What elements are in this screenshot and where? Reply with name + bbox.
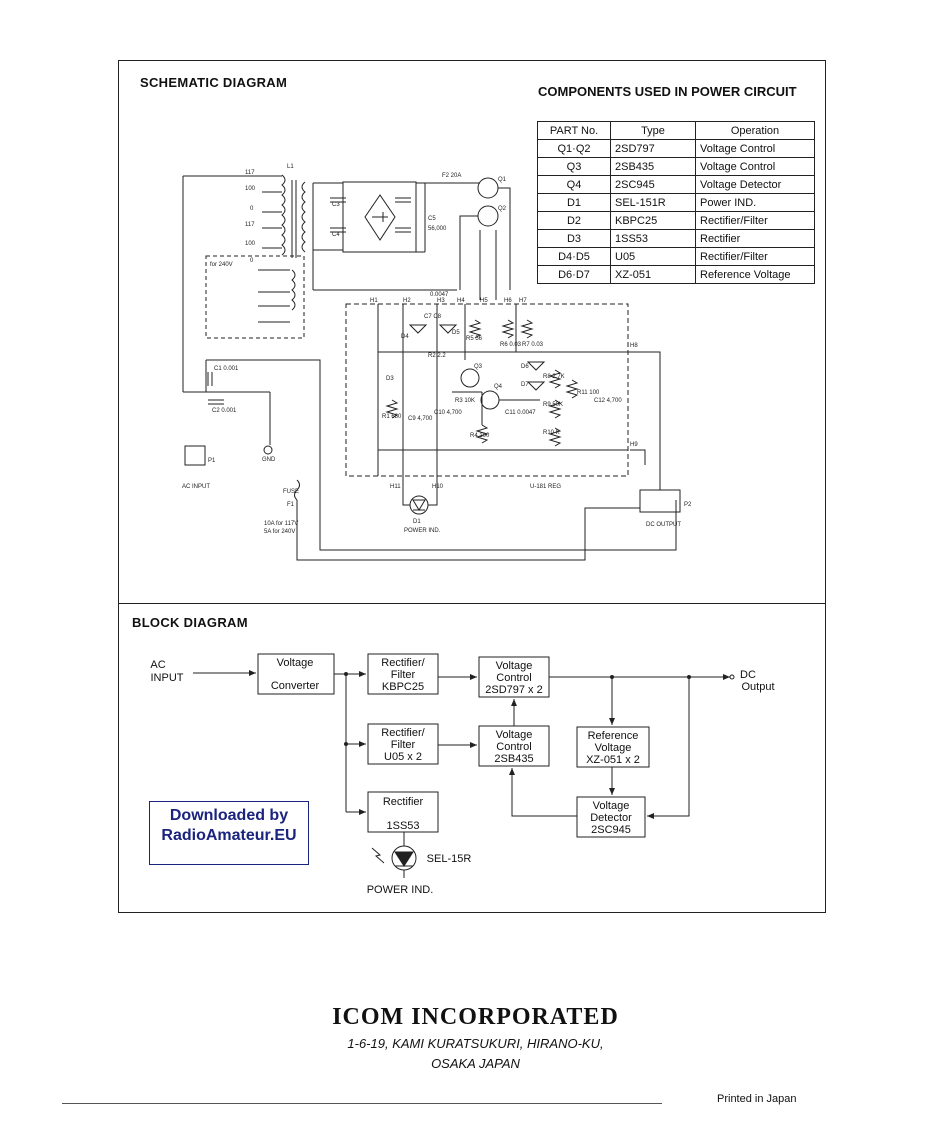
address-line-2: OSAKA JAPAN (431, 1056, 520, 1071)
part-type: 2SC945 (610, 175, 696, 194)
part-no: Q4 (537, 175, 611, 194)
part-operation: Power IND. (695, 193, 815, 212)
part-operation: Voltage Control (695, 157, 815, 176)
part-type: U05 (610, 247, 696, 266)
part-type: 2SB435 (610, 157, 696, 176)
watermark-line-1: Downloaded by (169, 807, 289, 824)
part-operation: Rectifier (695, 229, 815, 248)
watermark-badge: Downloaded by RadioAmateur.EU (149, 801, 309, 865)
part-operation: Rectifier/Filter (695, 211, 815, 230)
part-no: D2 (537, 211, 611, 230)
section-divider (118, 603, 826, 604)
watermark-line-2: RadioAmateur.EU (161, 827, 297, 844)
header-type: Type (610, 121, 696, 140)
part-no: Q3 (537, 157, 611, 176)
printed-in-label: Printed in Japan (717, 1093, 797, 1105)
components-title: COMPONENTS USED IN POWER CIRCUIT (538, 84, 797, 99)
part-no: D6·D7 (537, 265, 611, 284)
schematic-title: SCHEMATIC DIAGRAM (140, 75, 288, 90)
part-no: D1 (537, 193, 611, 212)
part-type: 1SS53 (610, 229, 696, 248)
address-line-1: 1-6-19, KAMI KURATSUKURI, HIRANO-KU, (347, 1036, 604, 1051)
block-diagram-title: BLOCK DIAGRAM (132, 615, 248, 630)
part-type: KBPC25 (610, 211, 696, 230)
part-no: D3 (537, 229, 611, 248)
part-type: XZ-051 (610, 265, 696, 284)
header-operation: Operation (695, 121, 815, 140)
footer-rule (62, 1103, 662, 1104)
document-frame (118, 60, 826, 913)
company-name: ICOM INCORPORATED (332, 1004, 619, 1030)
part-type: SEL-151R (610, 193, 696, 212)
part-no: Q1·Q2 (537, 139, 611, 158)
header-part-no: PART No. (537, 121, 611, 140)
part-operation: Voltage Detector (695, 175, 815, 194)
part-operation: Rectifier/Filter (695, 247, 815, 266)
part-type: 2SD797 (610, 139, 696, 158)
part-operation: Voltage Control (695, 139, 815, 158)
part-operation: Reference Voltage (695, 265, 815, 284)
part-no: D4·D5 (537, 247, 611, 266)
table-header-row: PART No. Type Operation (537, 121, 815, 140)
